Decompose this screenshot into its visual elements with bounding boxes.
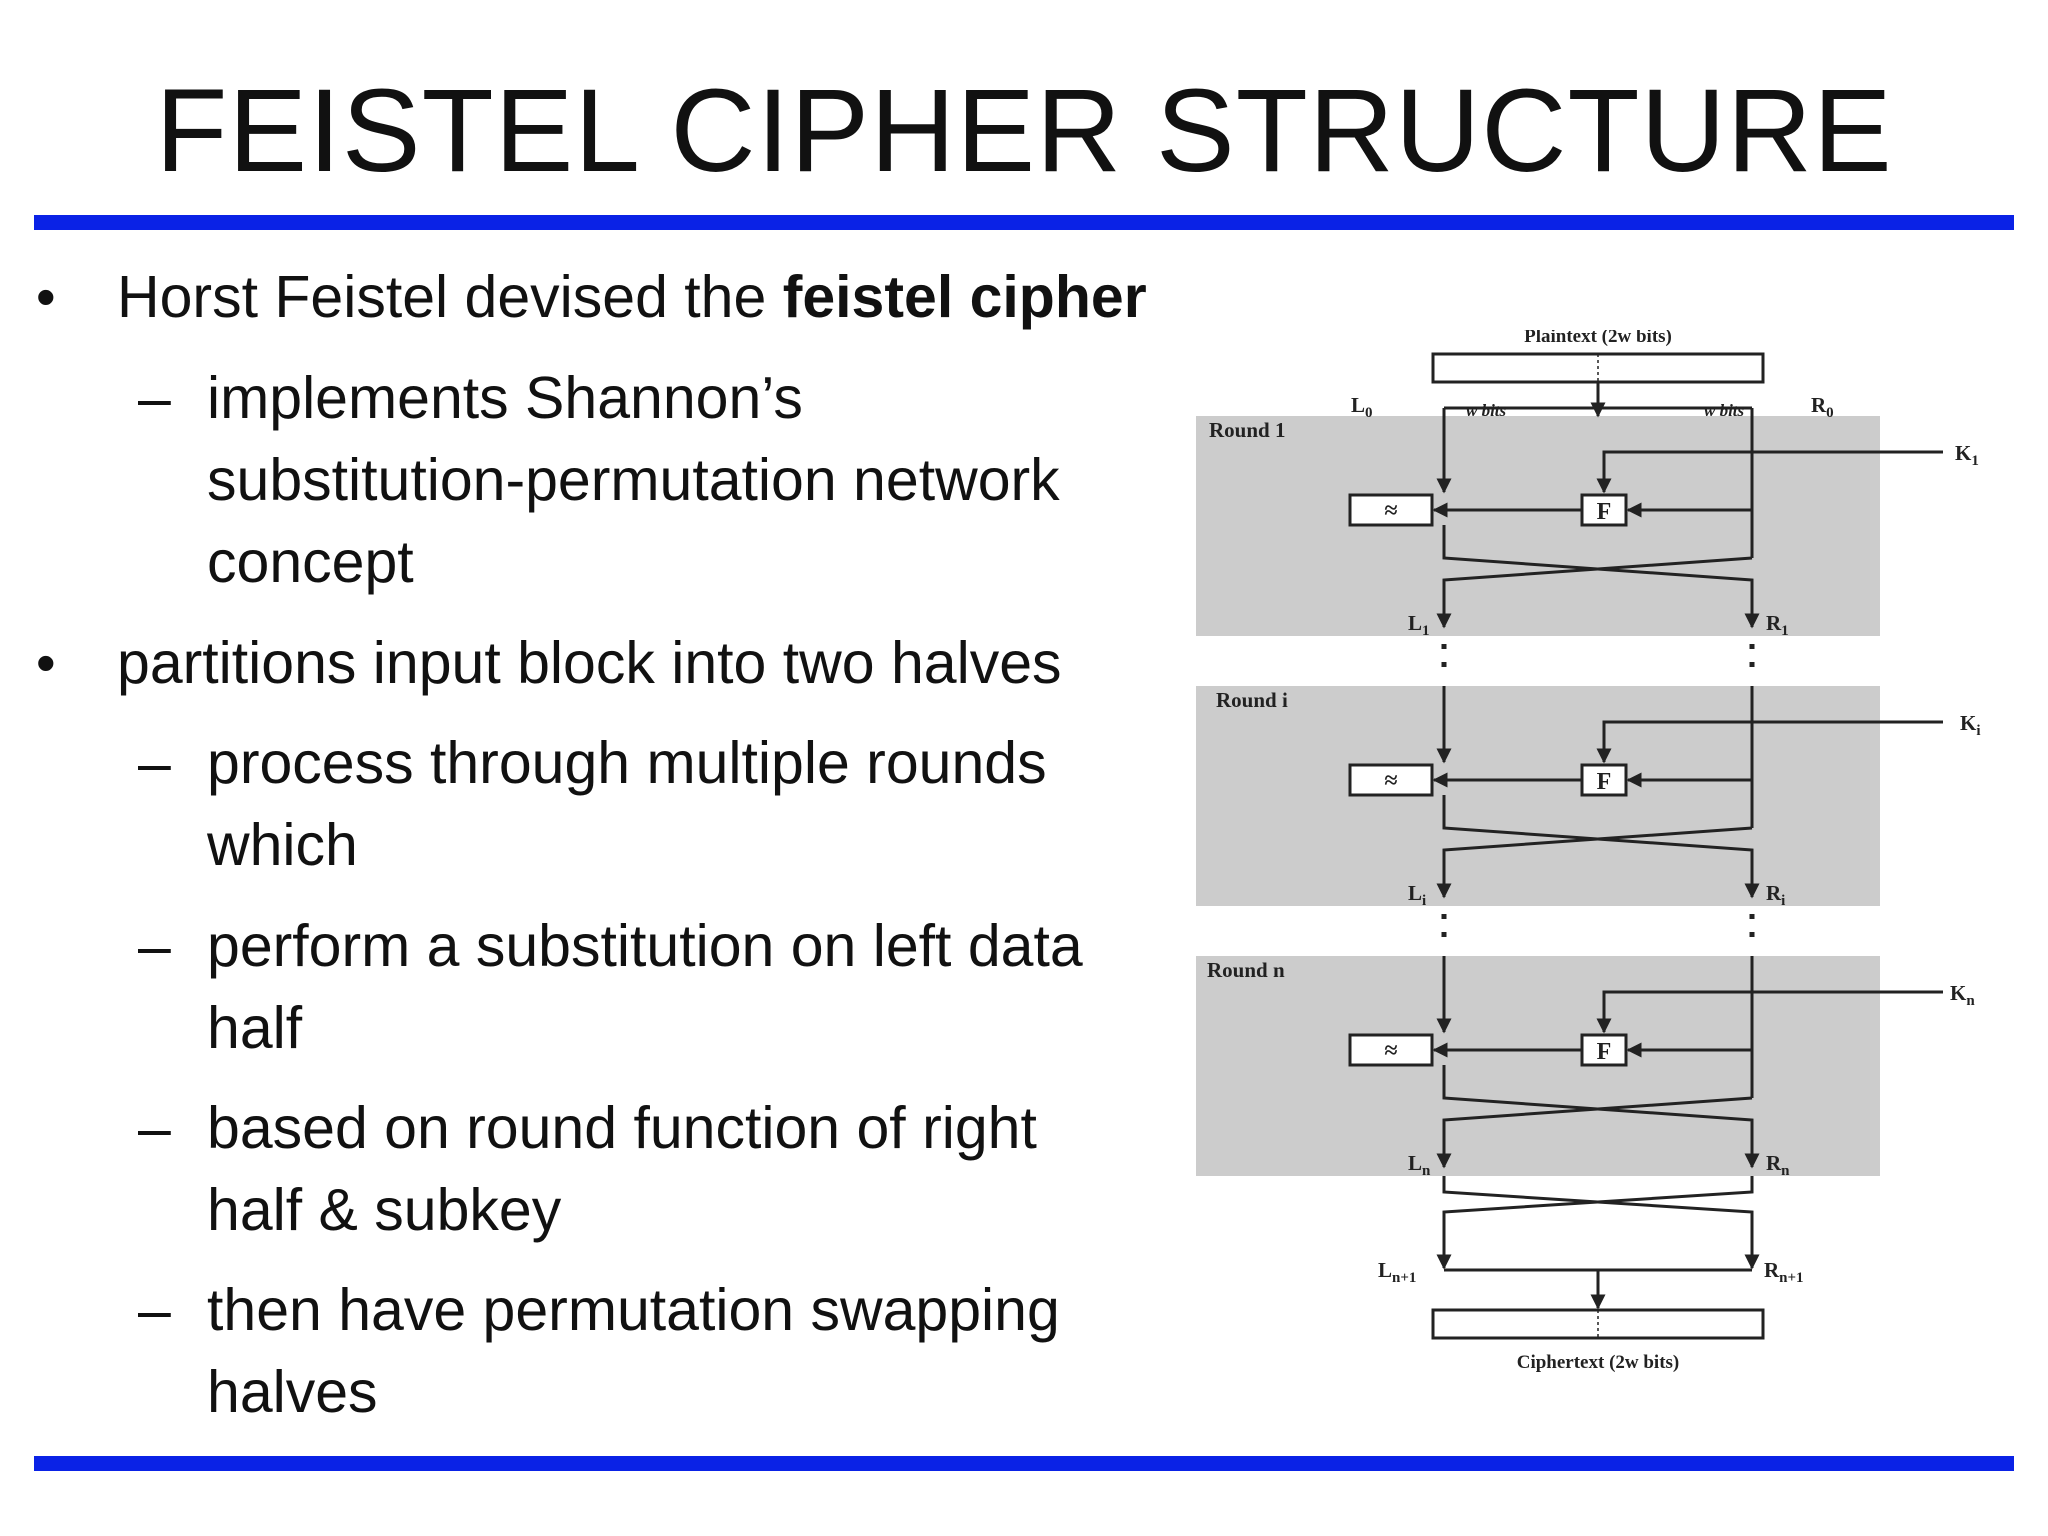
r1-label: R1 <box>1766 611 1789 639</box>
title-underline <box>34 215 2014 230</box>
dash-marker: – <box>138 1095 171 1161</box>
bullet-marker: • <box>36 631 56 694</box>
l0-label: L0 <box>1351 393 1373 421</box>
xor-symbol: ≈ <box>1384 498 1397 524</box>
bullet-text: based on round function of right <box>207 1095 1037 1161</box>
round-panel-1 <box>1196 416 1880 636</box>
bullet-text: concept <box>207 529 414 595</box>
slide-title: FEISTEL CIPHER STRUCTURE <box>155 65 1893 197</box>
dash-marker: – <box>138 913 171 979</box>
bullet-text: perform a substitution on left data <box>207 913 1083 979</box>
round-panel-i <box>1196 686 1880 906</box>
xor-box <box>1348 1033 1434 1067</box>
bullet-text: half & subkey <box>207 1177 562 1243</box>
l1-label: L1 <box>1408 611 1430 639</box>
bullet-text: which <box>207 812 358 878</box>
rn1-label: Rn+1 <box>1764 1258 1804 1286</box>
f-box <box>1580 1033 1628 1067</box>
ln1-label: Ln+1 <box>1378 1258 1416 1286</box>
bullet-text: partitions input block into two halves <box>117 630 1062 696</box>
ri-label: Ri <box>1766 881 1785 909</box>
round-i-label: Round i <box>1216 688 1288 712</box>
w-bits-right: w bits <box>1704 401 1745 420</box>
bullet-marker: • <box>36 265 56 328</box>
bullet-text: half <box>207 995 303 1061</box>
dash-marker: – <box>138 730 171 796</box>
bullet-list: • Horst Feistel devised the feistel ciph… <box>36 264 1147 1425</box>
plaintext-label: Plaintext (2w bits) <box>1524 330 1672 347</box>
ln-label: Ln <box>1408 1151 1431 1179</box>
bullet-text: then have permutation swapping <box>207 1277 1060 1343</box>
f-label: F <box>1597 499 1612 525</box>
f-label: F <box>1597 1039 1612 1065</box>
feistel-diagram: Plaintext (2w bits) w bits w bits L0 R0 … <box>1196 330 1981 1373</box>
xor-symbol: ≈ <box>1384 1038 1397 1064</box>
li-label: Li <box>1408 881 1426 909</box>
r0-label: R0 <box>1811 393 1834 421</box>
ciphertext-label: Ciphertext (2w bits) <box>1517 1352 1680 1373</box>
round-1-label: Round 1 <box>1209 418 1285 442</box>
f-label: F <box>1597 769 1612 795</box>
dash-marker: – <box>138 1277 171 1343</box>
round-n-label: Round n <box>1207 958 1285 982</box>
bullet-text: Horst Feistel devised the feistel cipher <box>117 264 1147 330</box>
f-box <box>1580 763 1628 797</box>
rn-label: Rn <box>1766 1151 1790 1179</box>
round-panel-n <box>1196 956 1880 1176</box>
bullet-text: halves <box>207 1359 378 1425</box>
w-bits-left: w bits <box>1466 401 1507 420</box>
ki-label: Ki <box>1960 711 1981 739</box>
k1-label: K1 <box>1955 441 1979 469</box>
footer-rule <box>34 1456 2014 1471</box>
bullet-text: implements Shannon’s <box>207 365 803 431</box>
xor-box <box>1348 493 1434 527</box>
bullet-text: substitution-permutation network <box>207 447 1060 513</box>
xor-box <box>1348 763 1434 797</box>
bullet-text: process through multiple rounds <box>207 730 1047 796</box>
bold-term: feistel cipher <box>782 264 1147 330</box>
xor-symbol: ≈ <box>1384 768 1397 794</box>
dash-marker: – <box>138 365 171 431</box>
kn-label: Kn <box>1950 981 1975 1009</box>
